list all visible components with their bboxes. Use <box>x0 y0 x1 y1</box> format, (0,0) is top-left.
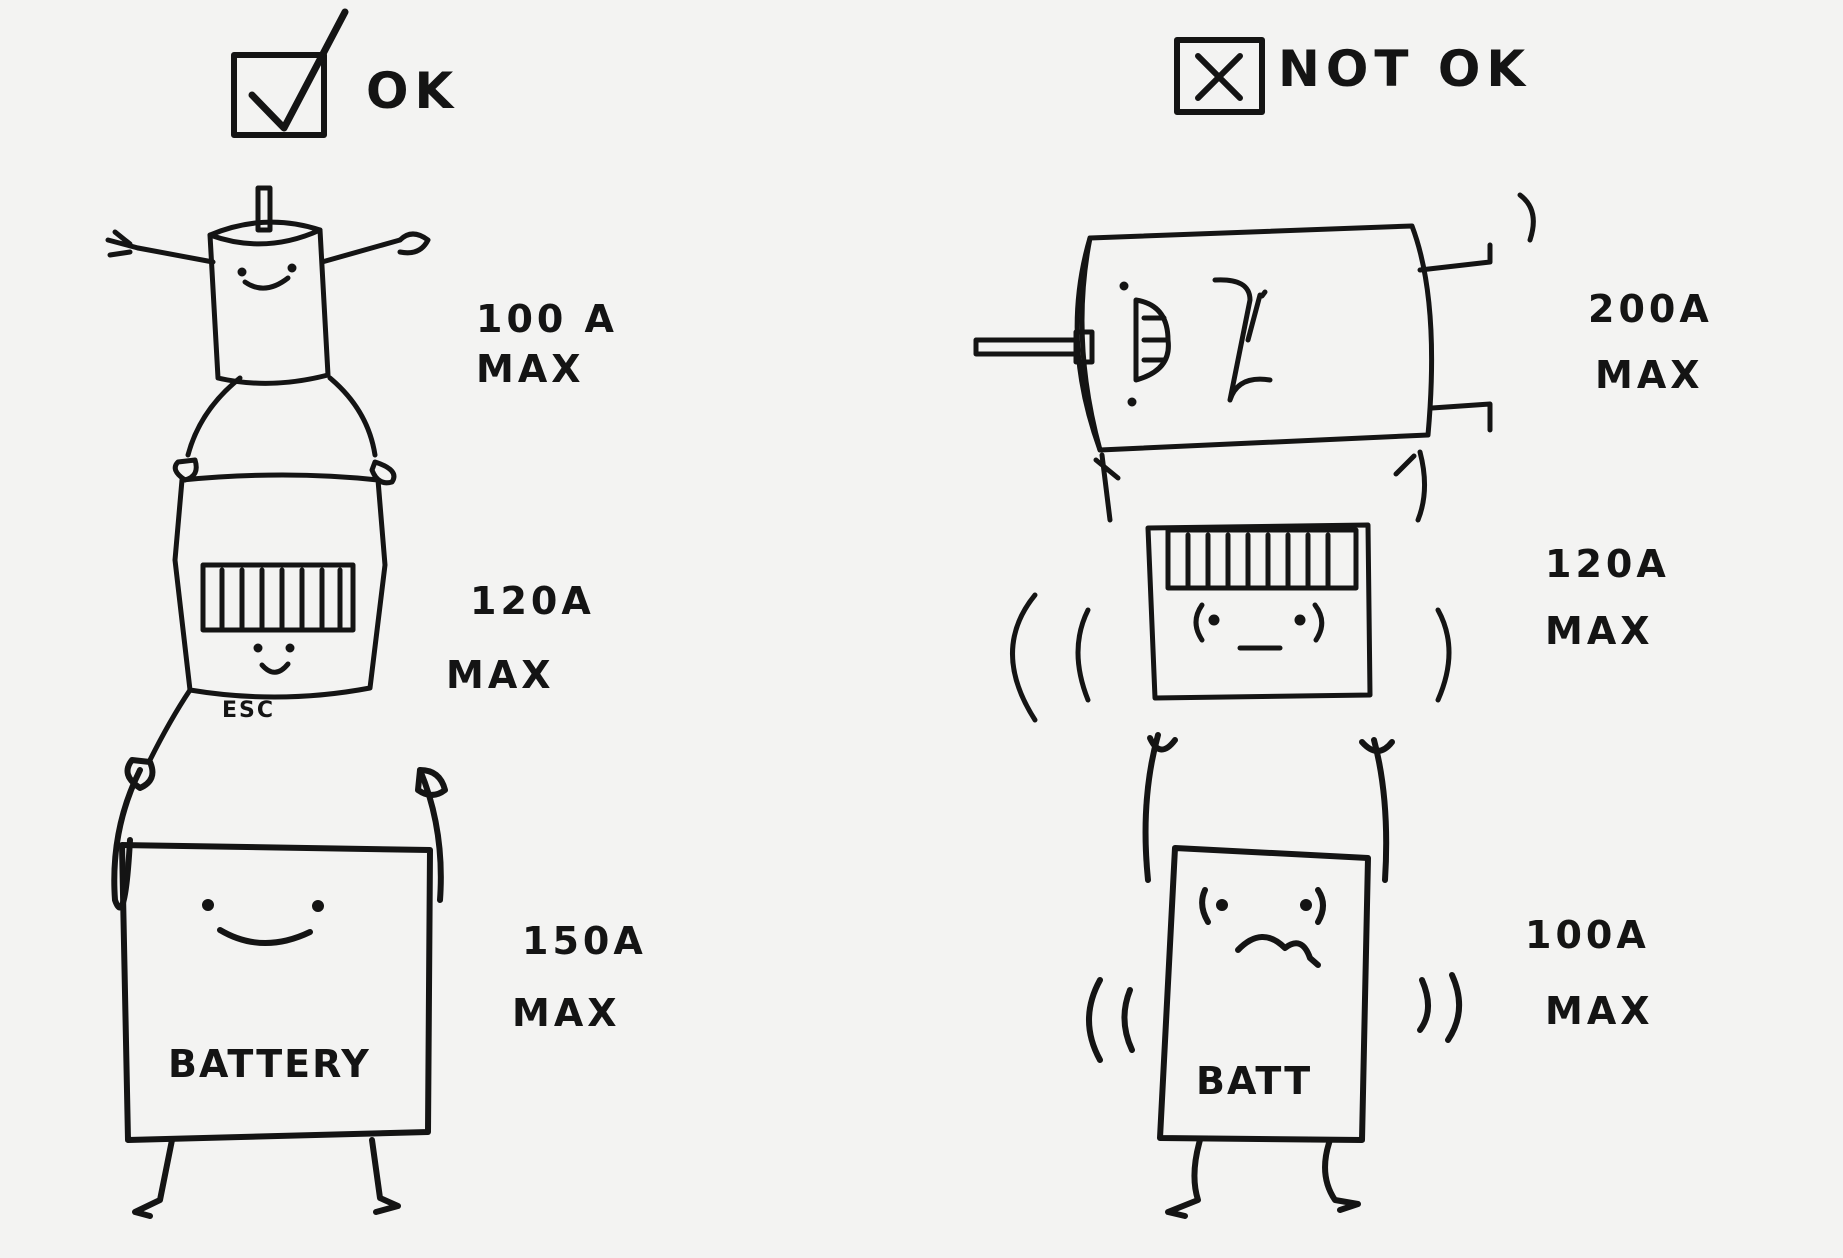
ok-esc-unit: MAX <box>446 653 555 697</box>
ok-motor-unit: MAX <box>476 347 585 391</box>
not-ok-battery-label: BATT <box>1196 1059 1313 1103</box>
not-ok-motor-unit: MAX <box>1595 353 1704 397</box>
ok-esc-icon <box>147 375 397 763</box>
not-ok-heading: NOT OK <box>1278 40 1532 98</box>
ok-battery-unit: MAX <box>512 991 621 1035</box>
ok-battery-label: BATTERY <box>168 1042 371 1086</box>
ok-esc-current: 120A <box>470 579 595 623</box>
not-ok-battery-icon <box>1086 732 1463 1219</box>
not-ok-battery-unit: MAX <box>1545 989 1654 1033</box>
ok-heading: OK <box>366 62 460 120</box>
not-ok-esc-current: 120A <box>1545 542 1670 586</box>
ok-check-box-icon <box>231 8 349 138</box>
not-ok-esc-icon <box>1010 449 1452 723</box>
ok-battery-current: 150A <box>522 919 647 963</box>
not-ok-esc-unit: MAX <box>1545 609 1654 653</box>
ok-motor-icon <box>105 185 431 386</box>
not-ok-motor-current: 200A <box>1588 287 1713 331</box>
ok-esc-label: ESC <box>222 698 276 723</box>
ok-motor-current: 100 A <box>476 297 618 341</box>
not-ok-x-box-icon <box>1174 37 1265 115</box>
ok-battery-icon <box>111 757 448 1219</box>
not-ok-battery-current: 100A <box>1525 913 1650 957</box>
not-ok-motor-icon <box>973 192 1536 453</box>
